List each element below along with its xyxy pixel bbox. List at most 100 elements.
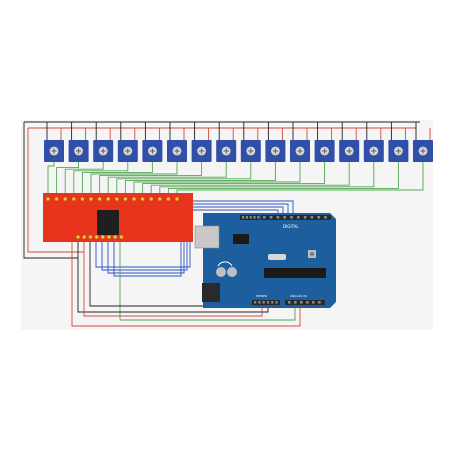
mux-pin xyxy=(106,234,111,239)
arduino-pcb xyxy=(203,213,336,308)
header-pin xyxy=(294,301,297,304)
header-pin xyxy=(249,216,252,219)
mux-pin xyxy=(46,196,51,201)
header-pin xyxy=(263,216,266,219)
arduino-board: DIGITAL POWER ANALOG IN xyxy=(194,213,336,308)
header-pin xyxy=(245,216,248,219)
pot-signal-wire xyxy=(159,162,375,195)
pot-signal-wire xyxy=(124,162,276,195)
mux-pin xyxy=(75,234,80,239)
wires-layer xyxy=(23,121,431,327)
mux-pin xyxy=(174,196,179,201)
header-pin xyxy=(254,301,257,304)
pot-signal-wire xyxy=(167,162,399,195)
header-pin xyxy=(297,216,300,219)
mux-pin xyxy=(100,234,105,239)
capacitor-1 xyxy=(216,267,226,277)
potentiometer-row xyxy=(44,140,433,162)
power-label: POWER xyxy=(256,294,267,298)
header-pin xyxy=(269,216,273,219)
mux-signal-out-wire xyxy=(119,239,296,321)
pot-signal-wire xyxy=(90,162,178,195)
pot-signal-wire xyxy=(73,162,129,195)
pot-signal-wire xyxy=(133,162,301,195)
mux-pin xyxy=(114,196,119,201)
pot-signal-wire xyxy=(56,162,80,195)
mux-ground-wire-2 xyxy=(89,239,256,307)
ground-bus-drop xyxy=(23,122,78,259)
power-header xyxy=(252,300,280,305)
mux-pin xyxy=(131,196,136,201)
header-pin xyxy=(318,301,321,304)
mux-pin xyxy=(80,196,85,201)
usb-chip xyxy=(233,234,249,244)
mux-pin xyxy=(113,234,118,239)
mux-enable-wire xyxy=(71,239,301,327)
pot-signal-wire xyxy=(176,162,424,195)
mux-pin xyxy=(140,196,145,201)
header-pin xyxy=(288,301,291,304)
mux-pin xyxy=(166,196,171,201)
power-bus-drop xyxy=(27,128,84,253)
mux-pins-bottom xyxy=(75,234,124,239)
header-pin xyxy=(290,216,293,219)
mux-pin xyxy=(82,234,87,239)
header-pin xyxy=(242,216,245,219)
analog-label: ANALOG IN xyxy=(290,294,307,298)
mux-pins-top xyxy=(46,196,179,201)
mux-pin xyxy=(106,196,111,201)
pot-signal-wire xyxy=(107,162,227,195)
mux-pin xyxy=(119,234,124,239)
pot-signal-wire xyxy=(64,162,104,195)
logo-mark xyxy=(217,261,233,267)
mux-ground-wire xyxy=(77,239,269,313)
mux-pin xyxy=(94,234,99,239)
mux-pin xyxy=(88,234,93,239)
pot-signal-wire xyxy=(116,162,252,195)
header-pin xyxy=(303,216,307,219)
analog-header xyxy=(285,300,325,305)
header-pin xyxy=(262,301,265,304)
header-pin xyxy=(283,216,286,219)
reset-button-cap xyxy=(310,252,314,256)
header-pin xyxy=(306,301,309,304)
mux-pin xyxy=(88,196,93,201)
pot-signal-wire xyxy=(99,162,203,195)
multiplexer-board xyxy=(43,193,193,242)
header-pin xyxy=(276,216,280,219)
header-pin xyxy=(300,301,303,304)
header-pin xyxy=(312,301,315,304)
header-pin xyxy=(258,301,261,304)
usb-connector xyxy=(194,225,220,249)
crystal xyxy=(268,254,286,260)
header-pin xyxy=(271,301,274,304)
header-pin xyxy=(257,216,260,219)
digital-label: DIGITAL xyxy=(283,224,299,229)
arduino-pins xyxy=(242,216,327,304)
microcontroller-chip xyxy=(264,268,326,278)
mux-power-wire xyxy=(83,239,263,317)
header-pin xyxy=(324,216,327,219)
mux-pin xyxy=(149,196,154,201)
digital-header xyxy=(261,215,331,220)
pot-signal-wire xyxy=(47,162,55,195)
header-pin xyxy=(275,301,278,304)
mux-pin xyxy=(54,196,59,201)
mux-pin xyxy=(97,196,102,201)
header-pin xyxy=(253,216,256,219)
power-jack xyxy=(202,283,220,302)
mux-chip xyxy=(97,210,119,235)
mux-pin xyxy=(71,196,76,201)
capacitor-2 xyxy=(227,267,237,277)
header-pin xyxy=(310,216,314,219)
mux-pin xyxy=(123,196,128,201)
header-pin xyxy=(266,301,270,304)
pot-signal-wire xyxy=(81,162,153,195)
pot-signal-wire xyxy=(142,162,326,195)
pot-signal-wire xyxy=(150,162,350,195)
mux-pin xyxy=(157,196,162,201)
mux-pin xyxy=(63,196,68,201)
header-pin xyxy=(317,216,320,219)
